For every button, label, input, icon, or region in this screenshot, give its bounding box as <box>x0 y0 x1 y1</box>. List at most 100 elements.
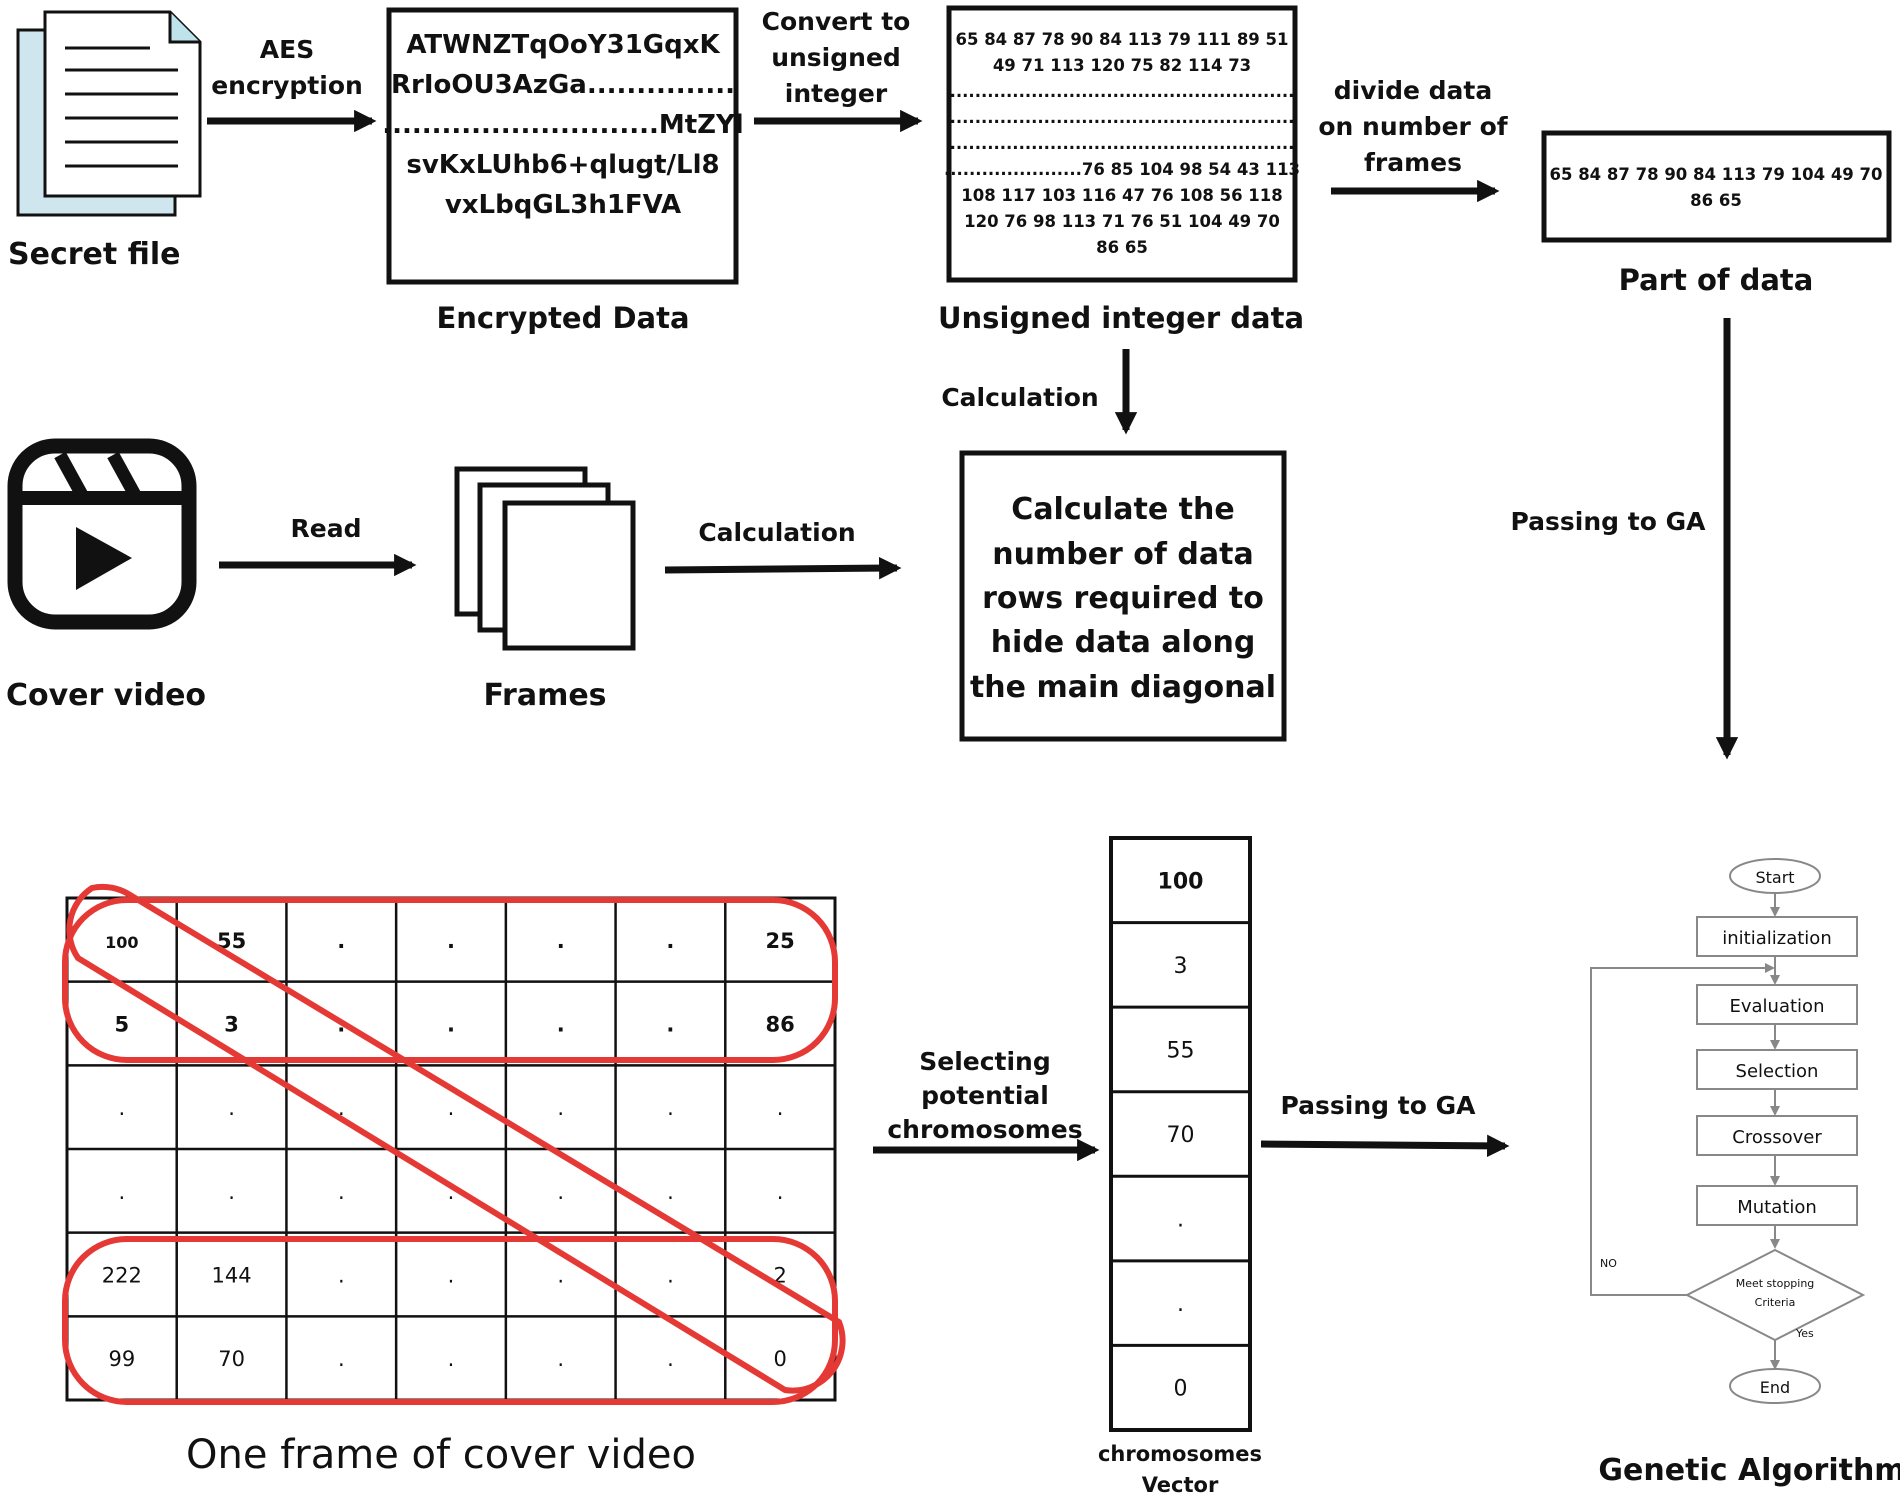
calc-box-line-4: hide data along <box>991 625 1256 660</box>
ga-decision-label-line2: Criteria <box>1755 1296 1796 1309</box>
vector-cell: . <box>1177 1208 1184 1233</box>
matrix-cell: . <box>448 1096 455 1120</box>
unsigned-line-1: 65 84 87 78 90 84 113 79 111 89 51 <box>956 30 1289 49</box>
divide-label-line2: on number of <box>1318 112 1508 141</box>
unsigned-line-2: 49 71 113 120 75 82 114 73 <box>993 56 1251 75</box>
matrix-cell: . <box>338 1264 345 1288</box>
calculation-box <box>959 450 1287 742</box>
unsigned-line-5: ........................................… <box>950 134 1295 153</box>
matrix-cell: . <box>338 1180 345 1204</box>
matrix-cell: . <box>667 1347 674 1371</box>
matrix-cell: . <box>557 929 565 953</box>
part-of-data-box <box>1541 130 1892 243</box>
matrix-cell: . <box>557 1013 565 1037</box>
cover-video-label: Cover video <box>6 678 206 713</box>
part-of-data-caption: Part of data <box>1619 263 1814 297</box>
part-line-2: 86 65 <box>1690 191 1742 210</box>
matrix-cell: 0 <box>773 1347 786 1371</box>
matrix-cell: . <box>557 1264 564 1288</box>
matrix-cell: . <box>228 1180 235 1204</box>
matrix-cell: . <box>448 1347 455 1371</box>
passing-ga-top-label: Passing to GA <box>1511 507 1707 536</box>
ga-step-initialization-label: initialization <box>1722 928 1831 949</box>
matrix-cell: . <box>447 1013 455 1037</box>
vector-cell: 0 <box>1174 1377 1188 1402</box>
encrypted-line-3: ............................MtZYl <box>382 110 743 140</box>
ga-step-evaluation-label: Evaluation <box>1730 996 1825 1017</box>
ga-decision-node <box>1684 1248 1866 1342</box>
main-diagonal-highlight <box>66 883 846 1394</box>
matrix-cell: . <box>666 929 674 953</box>
matrix-cell: 222 <box>102 1264 142 1288</box>
matrix-cell: 99 <box>108 1347 135 1371</box>
vector-caption-line2: Vector <box>1142 1473 1219 1495</box>
ga-step-mutation <box>1696 1185 1858 1226</box>
matrix-cell: . <box>777 1096 784 1120</box>
ga-step-crossover-label: Crossover <box>1732 1127 1822 1148</box>
ga-step-selection-label: Selection <box>1736 1061 1819 1082</box>
read-label: Read <box>291 514 362 543</box>
passing-ga-bottom-label: Passing to GA <box>1281 1091 1477 1120</box>
unsigned-line-4: ........................................… <box>950 108 1295 127</box>
calc-box-line-3: rows required to <box>982 581 1264 616</box>
ga-no-label: NO <box>1600 1257 1617 1270</box>
matrix-cell: . <box>666 1013 674 1037</box>
encrypted-data-caption: Encrypted Data <box>436 301 689 335</box>
matrix-cell: 86 <box>766 1013 795 1037</box>
ga-decision-label-line1: Meet stopping <box>1736 1277 1815 1290</box>
ga-flowchart: Start initialization Evaluation Selectio… <box>1590 858 1866 1404</box>
convert-label-line2: unsigned <box>771 43 901 72</box>
matrix-cell: . <box>337 929 345 953</box>
vector-cell: . <box>1177 1292 1184 1317</box>
aes-label-line2: encryption <box>211 71 363 100</box>
aes-label-line1: AES <box>260 35 314 64</box>
unsigned-data-caption: Unsigned integer data <box>938 301 1304 335</box>
passing-ga-right-arrow <box>1260 1134 1510 1158</box>
matrix-cell: 3 <box>224 1013 239 1037</box>
unsigned-data-box <box>946 5 1298 283</box>
matrix-cell: . <box>119 1096 126 1120</box>
ga-loop-back-line <box>1590 963 1775 1296</box>
ga-caption: Genetic Algorithm <box>1598 1453 1900 1488</box>
ga-step-mutation-label: Mutation <box>1737 1197 1817 1218</box>
matrix-cell: . <box>777 1180 784 1204</box>
matrix-cell: . <box>557 1347 564 1371</box>
frames-label: Frames <box>483 678 606 713</box>
matrix-cell: 5 <box>115 1013 130 1037</box>
vector-cell: 55 <box>1167 1038 1195 1063</box>
ga-end-label: End <box>1760 1378 1790 1397</box>
ga-start-label: Start <box>1755 868 1794 887</box>
encrypted-line-1: ATWNZTqOoY31GqxK <box>406 30 720 60</box>
matrix-cell: . <box>557 1096 564 1120</box>
calc-box-line-5: the main diagonal <box>970 670 1276 705</box>
unsigned-line-8: 120 76 98 113 71 76 51 104 49 70 <box>964 212 1280 231</box>
encrypted-line-4: svKxLUhb6+qlugt/Ll8 <box>406 150 719 180</box>
matrix-cell: . <box>557 1180 564 1204</box>
unsigned-line-3: ........................................… <box>950 82 1295 101</box>
matrix-cell: 100 <box>105 933 138 952</box>
convert-label-line1: Convert to <box>762 7 911 36</box>
ga-end-node <box>1729 1368 1821 1404</box>
selecting-label-line1: Selecting <box>919 1047 1051 1076</box>
secret-file-icon <box>16 10 202 217</box>
ga-step-initialization <box>1696 916 1858 957</box>
matrix-cell: . <box>338 1347 345 1371</box>
ga-yes-label: Yes <box>1795 1327 1814 1340</box>
calculation-top-label: Calculation <box>941 383 1098 412</box>
vector-cell: 3 <box>1174 954 1188 979</box>
divide-label-line3: frames <box>1364 148 1462 177</box>
matrix-cell: . <box>228 1096 235 1120</box>
secret-file-label: Secret file <box>8 237 181 272</box>
vector-cell: 70 <box>1167 1123 1195 1148</box>
vector-border <box>1109 836 1252 1432</box>
part-line-1: 65 84 87 78 90 84 113 79 104 49 70 <box>1550 165 1883 184</box>
calc-box-line-2: number of data <box>992 537 1253 572</box>
ga-step-selection <box>1696 1049 1858 1090</box>
matrix-cell: . <box>448 1264 455 1288</box>
matrix-highlights <box>62 883 846 1405</box>
encrypted-line-2: RrIoOU3AzGa............... <box>391 70 735 100</box>
vector-caption-line1: chromosomes <box>1098 1442 1262 1466</box>
calc-box-line-1: Calculate the <box>1011 492 1234 527</box>
